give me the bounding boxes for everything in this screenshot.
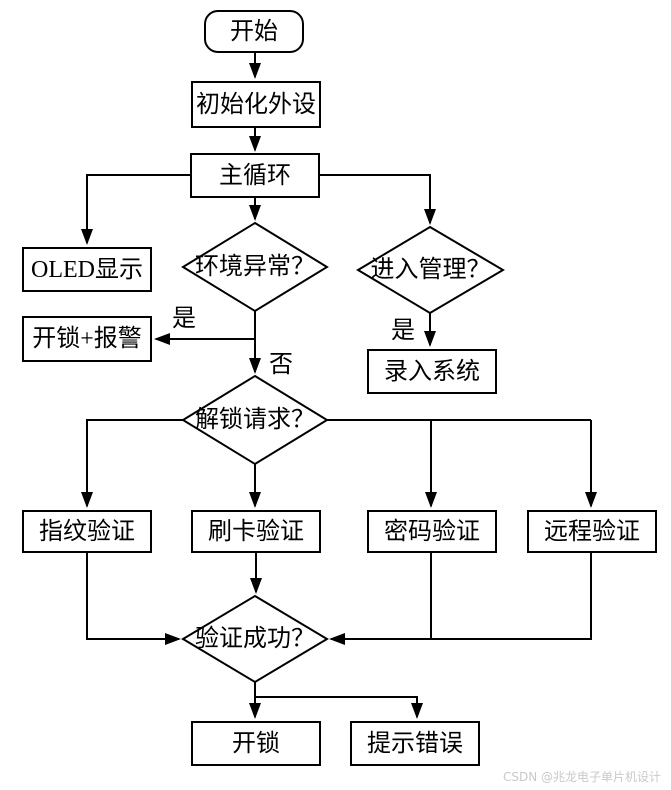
edge-mainloop-admincheck (320, 174, 436, 225)
edge-fingerprint-verify (86, 553, 181, 645)
node-enroll-system: 录入系统 (367, 349, 497, 394)
node-init-peripherals: 初始化外设 (191, 81, 321, 128)
node-verify-ok-label: 验证成功？ (195, 626, 315, 652)
node-error-prompt: 提示错误 (350, 721, 480, 766)
node-password-verify: 密码验证 (367, 510, 497, 553)
node-unlock-alarm: 开锁+报警 (22, 316, 152, 362)
csdn-watermark: CSDN @兆龙电子单片机设计 (502, 770, 661, 784)
node-env-check-label: 环境异常？ (195, 254, 315, 280)
diamond-env-check (181, 221, 329, 313)
node-main-loop: 主循环 (190, 153, 320, 198)
edge-verify-error (255, 696, 423, 719)
branch-label-env-yes: 是 (172, 306, 196, 332)
diamond-admin-check (356, 225, 505, 315)
diamond-unlock-request (181, 374, 329, 466)
node-remote-verify: 远程验证 (527, 510, 657, 553)
node-admin-check-label: 进入管理？ (370, 257, 491, 283)
branch-label-env-no: 否 (269, 352, 293, 378)
diamond-verify-ok (181, 594, 329, 684)
edge-unlockrequest-fingerprint (81, 419, 183, 508)
node-unlock: 开锁 (191, 721, 321, 766)
node-fingerprint-verify: 指纹验证 (22, 510, 152, 553)
edge-mainloop-oled (81, 174, 191, 245)
node-card-verify: 刷卡验证 (191, 510, 321, 553)
node-start: 开始 (204, 10, 304, 53)
edge-remote-verify (329, 553, 592, 645)
branch-label-admin-yes: 是 (391, 318, 415, 344)
node-unlock-request-label: 解锁请求？ (195, 407, 315, 433)
node-oled-display: OLED显示 (22, 247, 152, 292)
